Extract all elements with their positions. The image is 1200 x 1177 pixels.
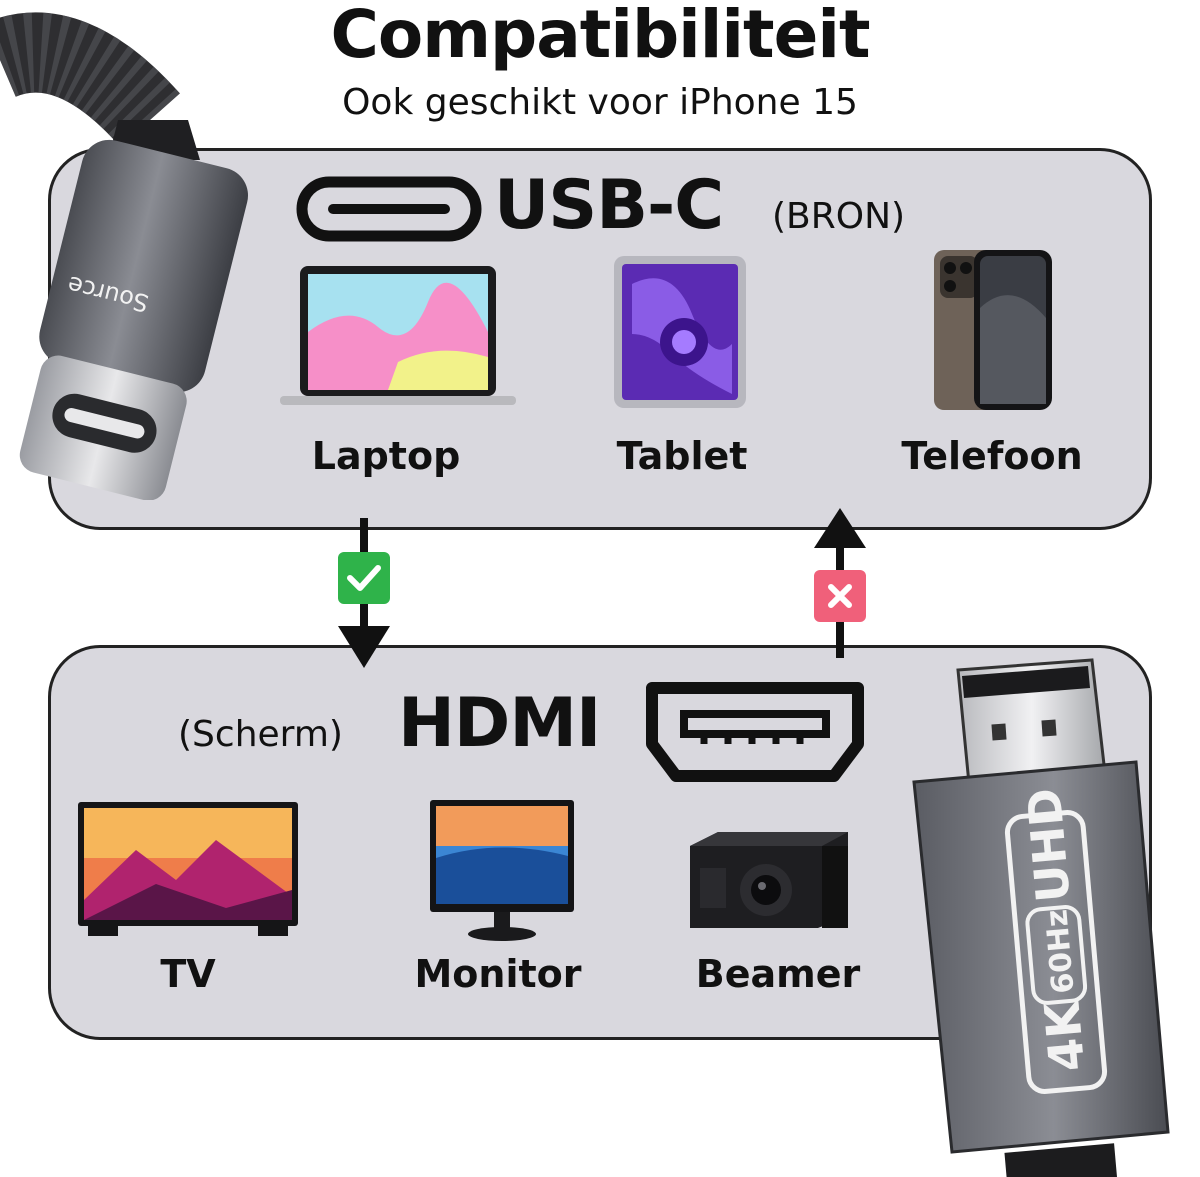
hdmi-badge-uhd: UHD (1017, 786, 1081, 904)
display-role-label: (Scherm) (178, 714, 343, 755)
laptop-icon (280, 266, 516, 405)
supported-badge (338, 552, 390, 604)
hdmi-badge-4k: 4K (1034, 997, 1096, 1074)
tv-icon (78, 802, 298, 936)
check-icon (347, 565, 381, 591)
tablet-label: Tablet (616, 434, 748, 478)
phone-icon (934, 250, 1052, 410)
hdmi-badge-60hz: 60Hz (1039, 908, 1081, 995)
usb-c-label: USB-C (494, 166, 724, 245)
hdmi-label: HDMI (398, 684, 601, 763)
projector-label: Beamer (695, 952, 861, 996)
monitor-icon (430, 800, 574, 941)
hdmi-port-icon (646, 682, 864, 782)
usb-c-port-icon (296, 176, 482, 242)
page-subtitle: Ook geschikt voor iPhone 15 (342, 82, 858, 123)
projector-icon (690, 832, 848, 928)
monitor-label: Monitor (414, 952, 582, 996)
page-title: Compatibiliteit (330, 0, 870, 73)
tablet-icon (614, 256, 746, 408)
hdmi-connector-icon: 4K 60Hz UHD (912, 658, 1170, 1177)
laptop-label: Laptop (311, 434, 461, 478)
cross-icon (828, 584, 852, 608)
phone-label: Telefoon (901, 434, 1083, 478)
unsupported-badge (814, 570, 866, 622)
source-role-label: (BRON) (772, 196, 906, 237)
tv-label: TV (160, 952, 216, 996)
usb-c-connector-icon: Source (0, 12, 248, 500)
